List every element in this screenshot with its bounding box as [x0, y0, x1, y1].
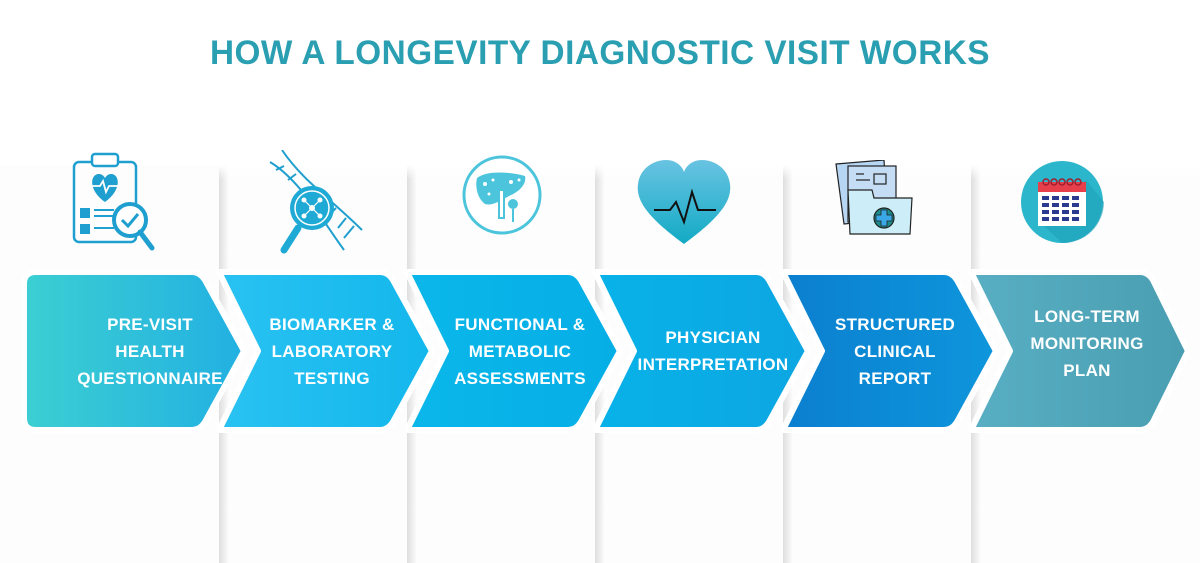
step-4-arrow	[592, 269, 811, 433]
page-title: HOW A LONGEVITY DIAGNOSTIC VISIT WORKS	[209, 34, 991, 72]
liver-test-icon	[462, 155, 542, 235]
clipboard-heart-check-icon	[72, 152, 155, 251]
step-6-label: LONG-TERM MONITORING PLAN	[1030, 306, 1144, 380]
step-2-label: BIOMARKER & LABORATORY TESTING	[269, 314, 395, 388]
step-6-arrow	[968, 269, 1191, 433]
step-1-arrow	[21, 269, 247, 433]
step-5-arrow	[780, 269, 999, 433]
step-3-label: FUNCTIONAL & METABOLIC ASSESSMENTS	[454, 314, 586, 388]
step-5-label: STRUCTURED CLINICAL REPORT	[834, 314, 956, 388]
medical-folder-icon	[835, 160, 913, 235]
dna-magnifier-icon	[269, 150, 363, 254]
step-1-label: PRE-VISIT HEALTH QUESTIONNAIRE	[77, 314, 223, 388]
step-4-label: PHYSICIAN INTERPRETATION	[637, 328, 789, 374]
step-3-arrow	[404, 269, 623, 433]
step-2-arrow	[216, 269, 435, 433]
calendar-icon	[1021, 161, 1104, 244]
heart-pulse-icon	[637, 160, 731, 244]
